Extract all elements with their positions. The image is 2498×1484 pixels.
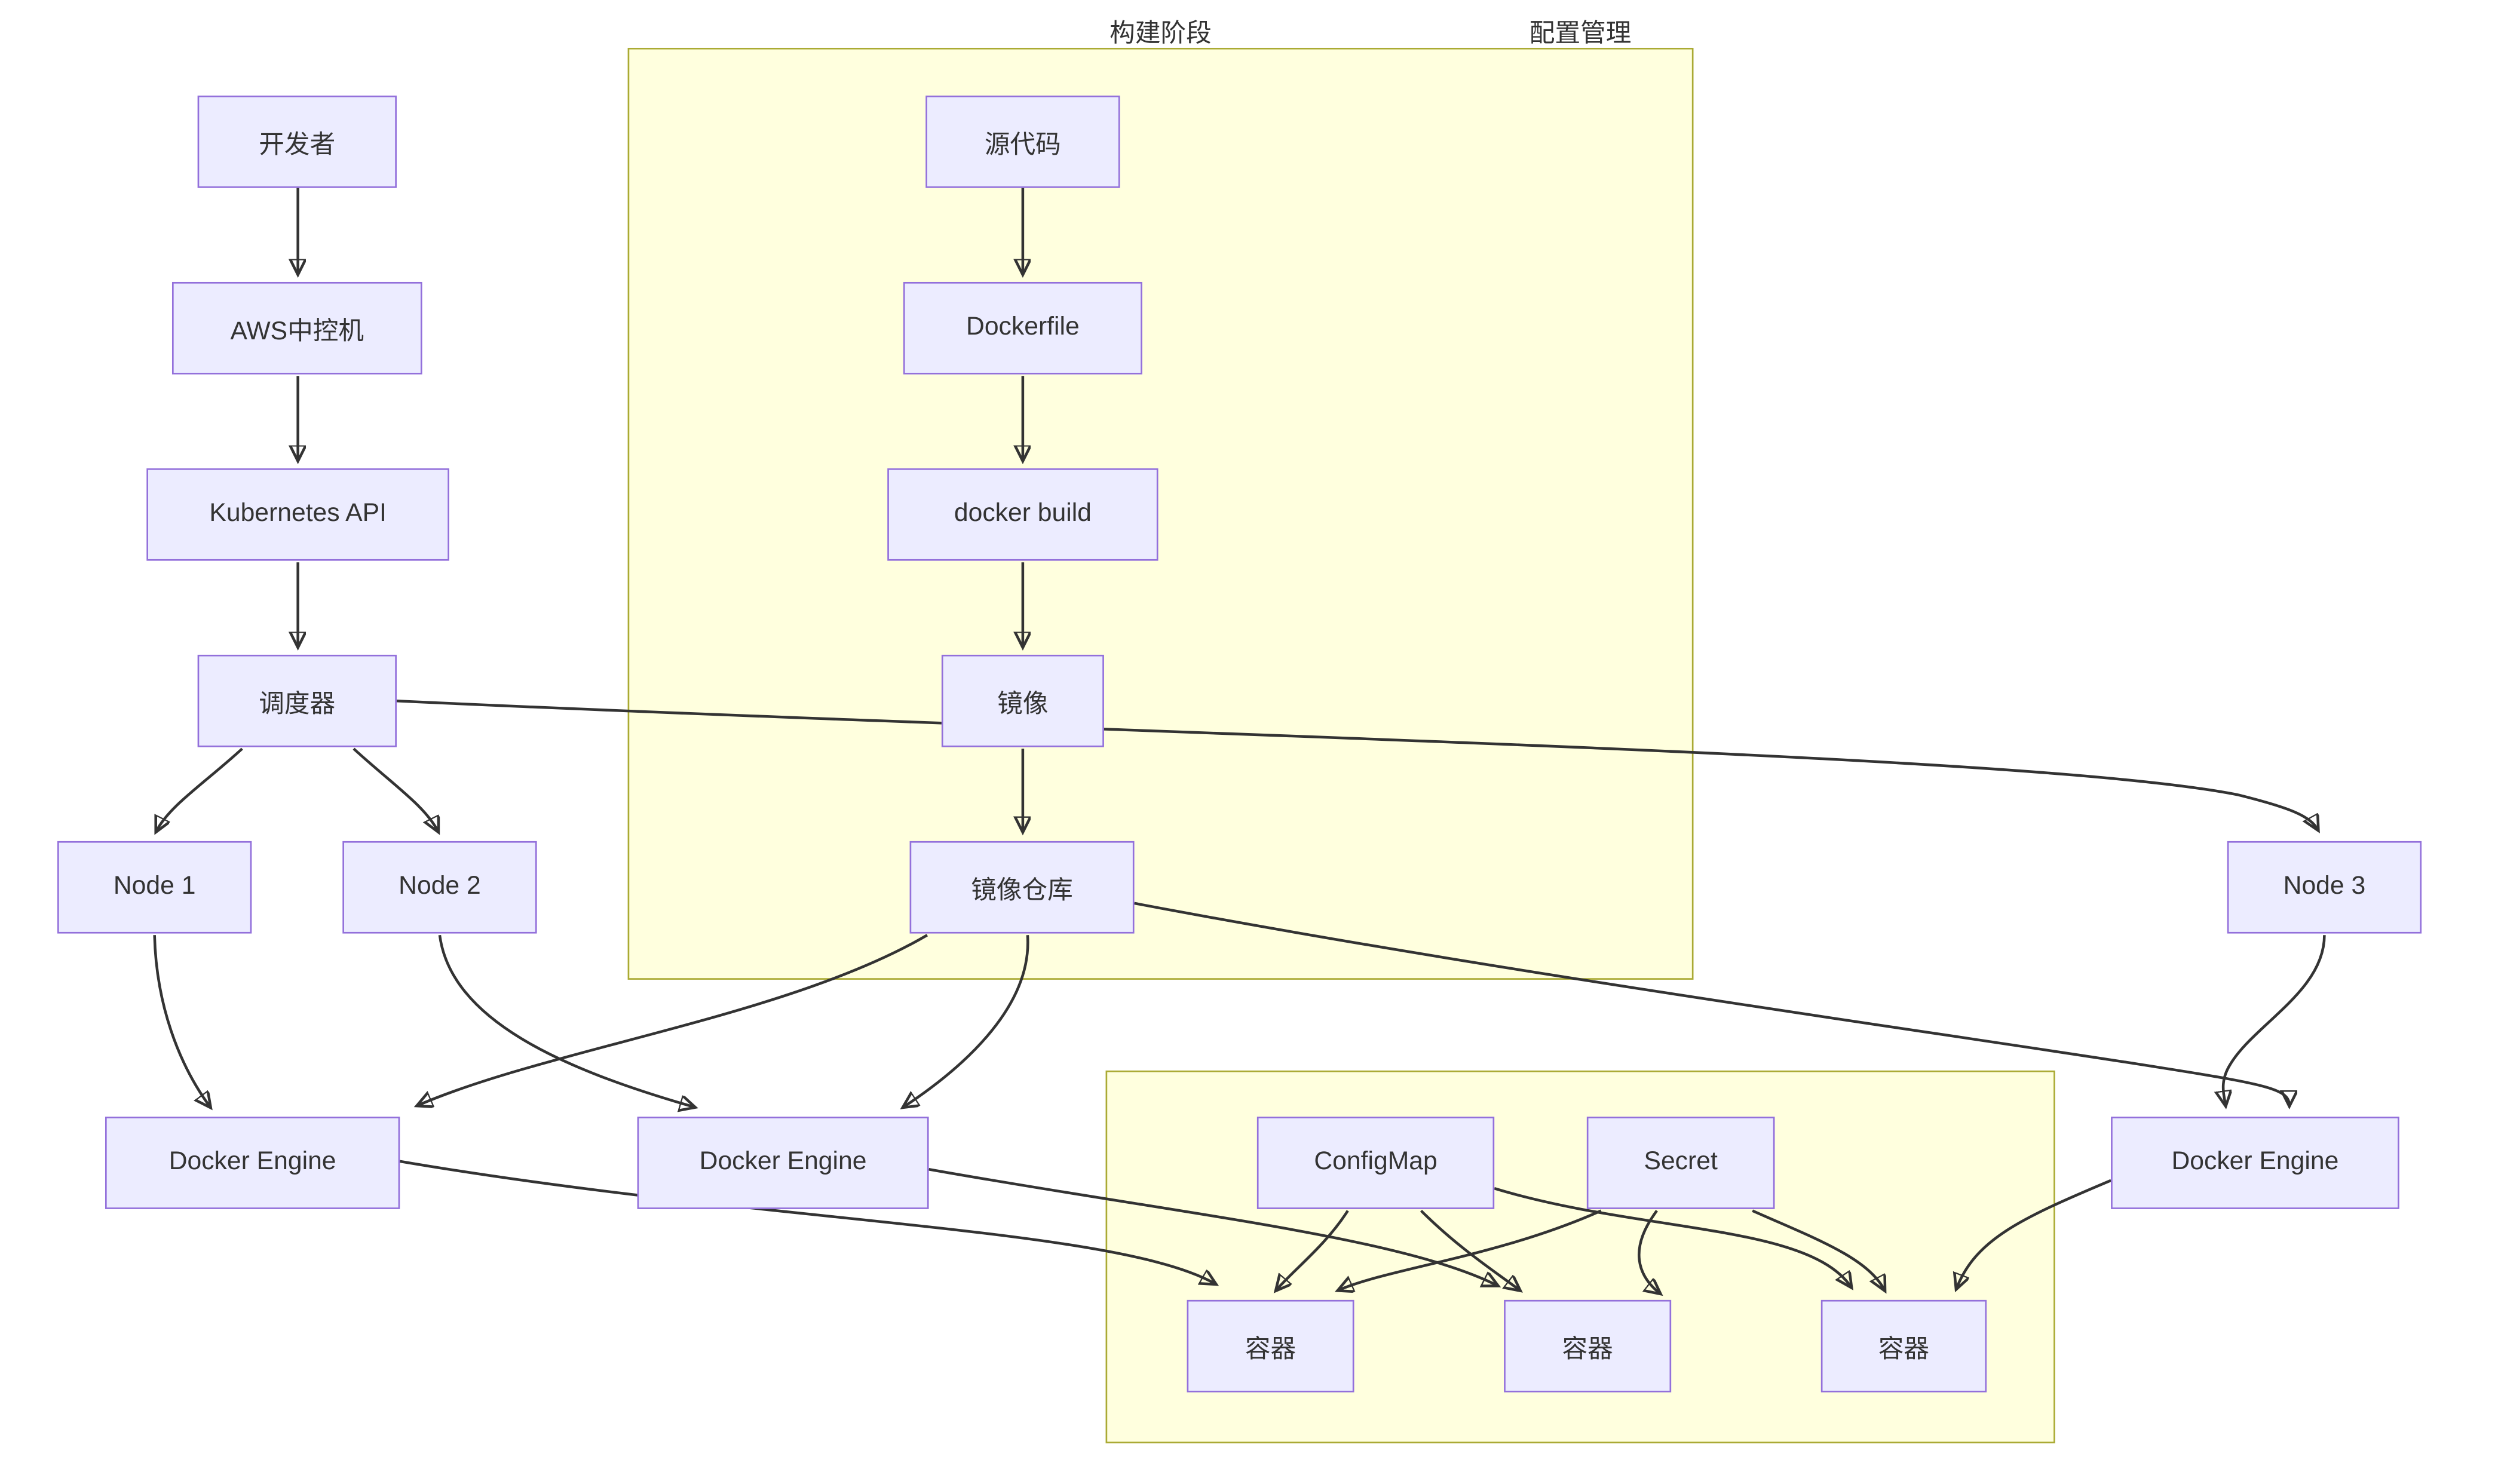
node-image: 镜像 (941, 654, 1104, 747)
edge-node1-engine1 (153, 935, 210, 1107)
node-image-registry: 镜像仓库 (909, 841, 1135, 934)
edge-engine1-container1 (399, 1160, 1215, 1284)
edge-registry-engine1 (418, 934, 928, 1105)
node-container-2: 容器 (1504, 1299, 1672, 1393)
edge-configmap-container2 (1420, 1209, 1520, 1290)
node-aws-control-host: AWS中控机 (171, 281, 422, 375)
edge-sched-node3 (396, 699, 2318, 830)
edge-configmap-container1 (1276, 1210, 1349, 1290)
node-secret: Secret (1586, 1117, 1775, 1209)
edge-sched-node1 (156, 747, 243, 832)
node-configmap: ConfigMap (1256, 1117, 1495, 1209)
node-node3: Node 3 (2227, 841, 2422, 934)
node-docker-engine-2: Docker Engine (637, 1117, 929, 1209)
node-docker-engine-1: Docker Engine (105, 1117, 400, 1209)
node-source-code: 源代码 (925, 95, 1120, 188)
edge-secret-container1 (1338, 1209, 1602, 1290)
node-dockerfile: Dockerfile (903, 281, 1142, 375)
edge-registry-engine3 (1134, 902, 2289, 1106)
node-developer: 开发者 (197, 95, 397, 188)
node-scheduler: 调度器 (197, 654, 397, 747)
node-node1: Node 1 (57, 841, 252, 934)
node-container-1: 容器 (1187, 1299, 1354, 1393)
cluster-build-stage (627, 47, 1694, 980)
edge-configmap-container3 (1494, 1187, 1851, 1287)
node-kubernetes-api: Kubernetes API (146, 468, 449, 561)
edge-engine3-container3 (1956, 1179, 2111, 1289)
edge-registry-engine2 (903, 935, 1029, 1107)
node-node2: Node 2 (342, 841, 537, 934)
cluster-config-management-label: 配置管理 (1529, 20, 1632, 48)
node-docker-engine-3: Docker Engine (2111, 1117, 2399, 1209)
edge-sched-node2 (353, 747, 438, 832)
edge-engine2-container2 (928, 1167, 1498, 1286)
cluster-build-stage-label: 构建阶段 (1109, 20, 1212, 48)
edge-node2-engine2 (438, 934, 695, 1107)
node-container-3: 容器 (1820, 1299, 1987, 1393)
edge-secret-container3 (1752, 1209, 1884, 1290)
node-docker-build: docker build (887, 468, 1158, 561)
edge-node3-engine3 (2223, 935, 2326, 1105)
edge-secret-container2 (1638, 1210, 1660, 1294)
